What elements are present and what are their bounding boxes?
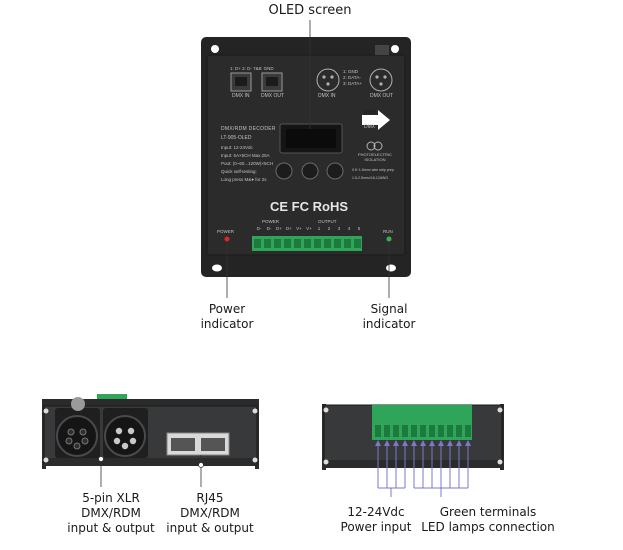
model-title: DMX/RDM DECODER xyxy=(221,126,276,132)
output-group-label: OUTPUT xyxy=(318,219,337,224)
rdm-label: RDM xyxy=(364,110,376,116)
certification-marks: CE FC RoHS xyxy=(270,199,348,214)
device-side-view-connectors xyxy=(42,394,259,469)
dmx-label: DMX xyxy=(364,124,376,130)
oled-screen-callout: OLED screen xyxy=(268,3,352,18)
run-led-label: RUN xyxy=(383,229,393,234)
rj45-pinout-label: 1: D+ 2: D- 7&8: GND xyxy=(230,66,274,71)
power-group-label: POWER xyxy=(262,219,280,224)
device-top-view xyxy=(201,37,411,277)
terminal-labels: D- D- D+ D+ V+ V+ 1 2 3 4 5 xyxy=(256,226,361,231)
dmx-out-label: DMX OUT xyxy=(261,93,285,99)
dmx-in-label: DMX IN xyxy=(232,93,250,99)
xlr-dmx-out-label: DMX OUT xyxy=(370,93,394,99)
model-number: LT-905-OLED xyxy=(221,135,252,141)
power-led-label: POWER xyxy=(217,229,235,234)
xlr-dmx-in-label: DMX IN xyxy=(318,93,336,99)
wire-spec-label: 0.5~1.5mm² wire strip prep.1.5-2.5mm²/16… xyxy=(352,168,395,180)
device-side-view-terminals xyxy=(322,404,504,470)
